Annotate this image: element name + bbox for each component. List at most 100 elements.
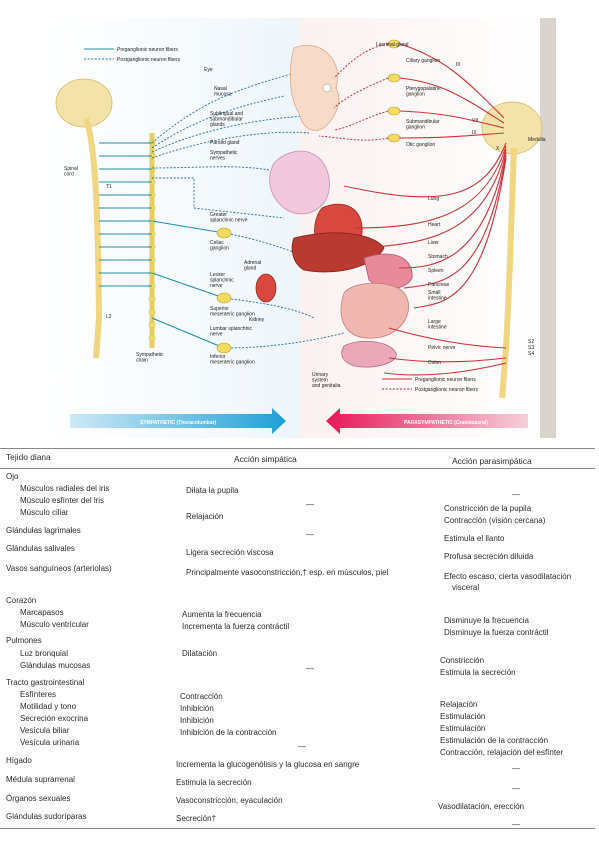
row-tissue: Esfínteres xyxy=(20,690,57,699)
label-vii: VII xyxy=(472,118,478,124)
header-sympathetic: Acción simpática xyxy=(234,454,297,464)
row-tissue: Glándulas sudoríparas xyxy=(6,812,87,821)
row-tissue: Glándulas lagrimales xyxy=(6,526,81,535)
label-eye: Eye xyxy=(204,67,213,73)
figure-labels: T1 L2 Eye Parotid gland Kidney Lacrimal … xyxy=(106,42,546,366)
row-para: — xyxy=(512,764,520,773)
label-colon: Colon xyxy=(428,360,441,366)
row-sym: Principalmente vasoconstricción,† esp. e… xyxy=(186,568,389,577)
parasympathetic-ganglia xyxy=(387,39,401,143)
row-tissue: Pulmones xyxy=(6,636,42,645)
label-s2: S2 xyxy=(528,339,534,345)
row-tissue: Corazón xyxy=(6,596,37,605)
label-l2: L2 xyxy=(106,314,112,320)
label-t1: T1 xyxy=(106,184,112,190)
row-sym: Relajación xyxy=(186,512,224,521)
row-para: Disminuye la frecuencia xyxy=(444,616,529,625)
row-sym: Secreción† xyxy=(176,814,217,823)
row-para: — xyxy=(512,820,520,829)
label-iii: III xyxy=(456,62,460,68)
row-sym: — xyxy=(298,742,306,751)
row-para: Efecto escaso, cierta vasodilatación xyxy=(444,572,572,581)
row-para: Estimula la secreción xyxy=(440,668,516,677)
row-para: Estimulación xyxy=(440,724,486,733)
label-ciliary: Ciliary ganglion xyxy=(406,58,440,64)
row-sym: Incrementa la fuerza contráctil xyxy=(182,622,290,631)
row-sym: Dilatación xyxy=(182,649,218,658)
sympathetic-banner: SYMPATHETIC (Thoracolumbar) xyxy=(70,408,286,434)
row-sym: Vasoconstricción, eyaculación xyxy=(176,796,283,805)
row-tissue: Músculos radiales del iris xyxy=(20,484,110,493)
row-tissue: Secreción exocrina xyxy=(20,714,89,723)
row-tissue: Tracto gastrointestinal xyxy=(6,678,85,687)
row-tissue: Músculo esfínter del iris xyxy=(20,496,105,505)
row-sym: Inhibición de la contracción xyxy=(180,728,277,737)
row-tissue: Luz bronquial xyxy=(20,649,69,658)
sympathetic-preganglionic-lines xyxy=(99,142,225,349)
label-stomach: Stomach xyxy=(428,254,448,260)
row-tissue: Hígado xyxy=(6,756,32,765)
row-sym: Incrementa la glucogenólisis y la glucos… xyxy=(176,760,360,769)
left-brain-spinal-cord xyxy=(55,78,113,359)
row-tissue: Vasos sanguíneos (arteriolas) xyxy=(6,564,112,573)
row-para: Vasodilatación, erección xyxy=(438,802,525,811)
autonomic-effects-table: Tejido diana Acción simpática Acción par… xyxy=(0,438,599,848)
header-target: Tejido diana xyxy=(6,452,51,462)
label-lacrimal: Lacrimal gland xyxy=(376,42,409,48)
organs xyxy=(255,150,413,368)
legend-bottom: Preganglionic neuron fibers Postganglion… xyxy=(382,377,479,393)
row-para: Estimulación de la contracción xyxy=(440,736,549,745)
row-tissue: Músculo ventricular xyxy=(20,620,89,629)
sympathetic-banner-label: SYMPATHETIC (Thoracolumbar) xyxy=(140,420,217,426)
row-para: Contracción (visión cercana) xyxy=(444,516,546,525)
row-sym: Inhibición xyxy=(180,716,214,725)
table-top-rule xyxy=(0,448,595,449)
row-tissue: Vesícula urinaria xyxy=(20,738,80,747)
label-liver: Liver xyxy=(428,240,439,246)
row-tissue: Órganos sexuales xyxy=(6,794,71,803)
row-para: — xyxy=(512,784,520,793)
row-para: Estimulación xyxy=(440,712,486,721)
row-tissue: Glándulas mucosas xyxy=(20,661,91,670)
row-sym: — xyxy=(306,530,314,539)
sympathetic-chain xyxy=(148,133,156,348)
row-sym: Ligera secreción viscosa xyxy=(186,548,274,557)
row-para: Estimula el llanto xyxy=(444,534,505,543)
row-tissue: Vesícula biliar xyxy=(20,726,70,735)
table-bottom-rule xyxy=(0,828,595,829)
row-tissue: Motilidad y tono xyxy=(20,702,77,711)
label-pelvic-nerve: Pelvic nerve xyxy=(428,345,455,351)
legend-top: Preganglionic neuron fibers Postganglion… xyxy=(84,47,181,63)
row-sym: Aumenta la frecuencia xyxy=(182,610,262,619)
row-para: Profusa secreción diluida xyxy=(444,552,534,561)
legend-bottom-post-label: Postganglionic neuron fibers xyxy=(415,387,479,393)
row-para: Disminuye la fuerza contráctil xyxy=(444,628,549,637)
row-para: Contracción, relajación del esfínter xyxy=(440,748,564,757)
row-tissue: Ojo xyxy=(6,472,19,481)
header-parasympathetic: Acción parasimpática xyxy=(452,456,532,466)
label-pancreas: Pancreas xyxy=(428,282,450,288)
row-sym: Dilata la pupila xyxy=(186,486,239,495)
right-brain-spinal-cord xyxy=(481,101,543,399)
label-parotid: Parotid gland xyxy=(210,140,240,146)
head-profile xyxy=(289,45,340,131)
parasympathetic-banner-label: PARASYMPATHETIC (Craniosacral) xyxy=(404,420,488,426)
label-s3: S3 xyxy=(528,345,534,351)
label-medulla: Medulla xyxy=(528,137,546,143)
row-para: Relajación xyxy=(440,700,478,709)
row-tissue: Médula suprarrenal xyxy=(6,775,75,784)
autonomic-nervous-system-figure: Preganglionic neuron fibers Postganglion… xyxy=(44,18,556,438)
